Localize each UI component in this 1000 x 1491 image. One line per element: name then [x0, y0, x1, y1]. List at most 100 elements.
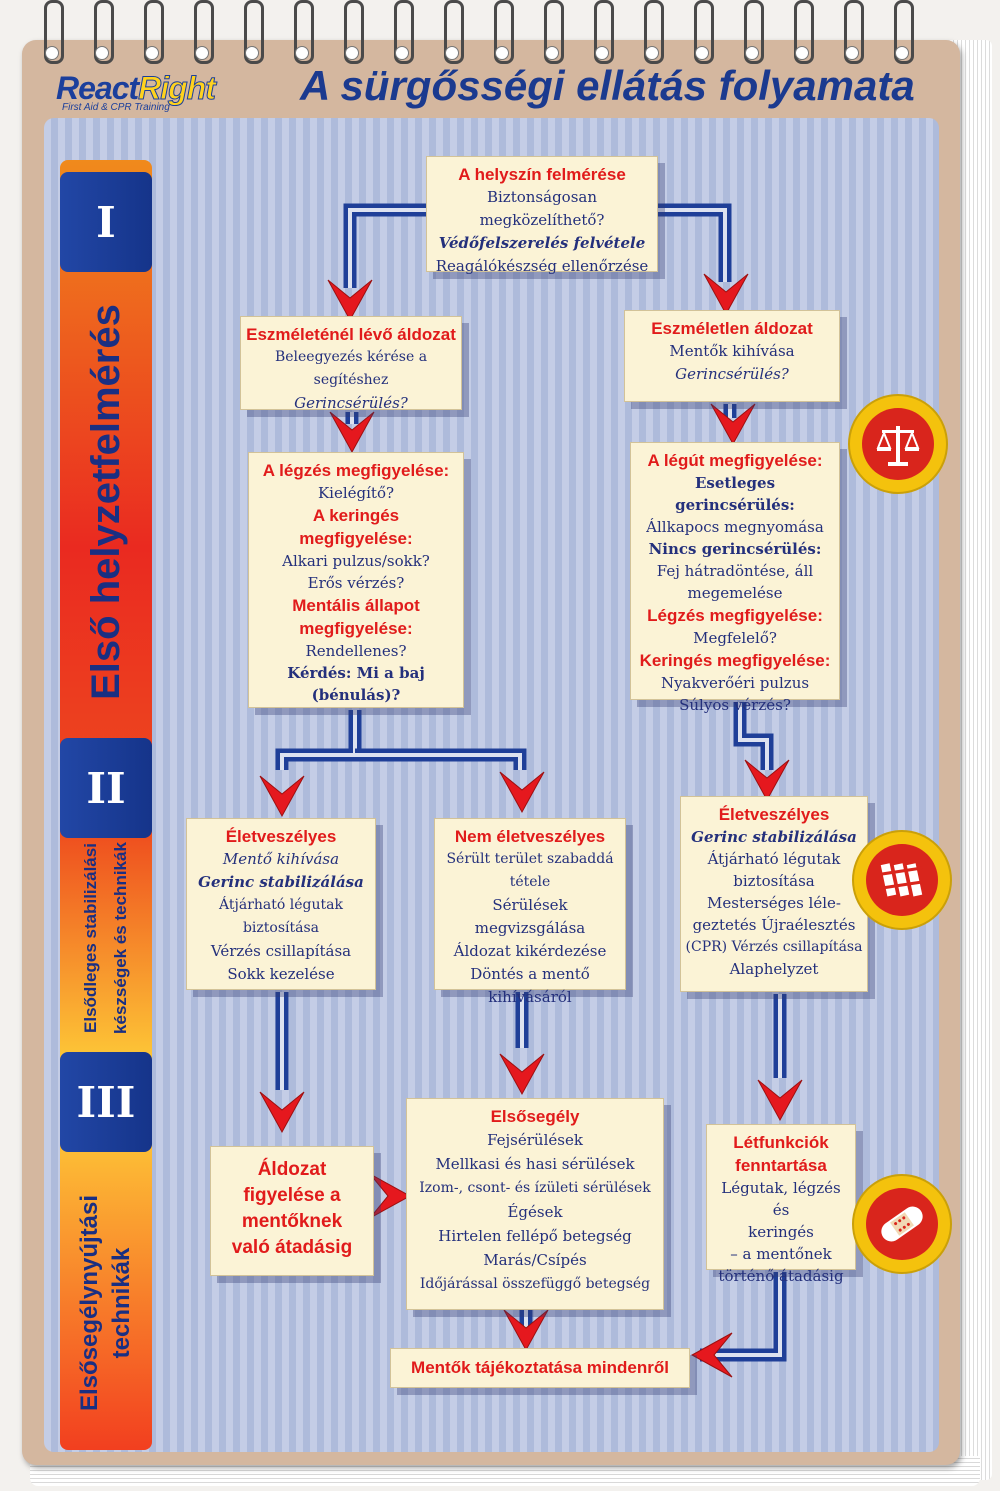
not-life-line-3: Áldozat kikérdezése — [453, 942, 607, 960]
breathing-line: Kielégítő? — [317, 484, 395, 502]
arrow-down — [757, 1079, 803, 1122]
life-left-line-3: Átjárható légutak biztosítása — [219, 897, 343, 936]
bandage-icon — [866, 1188, 938, 1260]
section-numeral-2: II — [86, 763, 126, 813]
binding-hole — [395, 46, 409, 60]
life-left-line-4: Vérzés csillapítása — [210, 942, 352, 960]
not-life-line-2: Sérülések megvizsgálása — [474, 896, 586, 937]
scene-assessment-title: A helyszín felmérése — [458, 165, 626, 184]
jaw-thrust-line: Állkapocs megnyomása — [646, 518, 824, 536]
vital-line-2: keringés — [748, 1223, 814, 1241]
mental-heading-2: megfigyelése: — [299, 619, 413, 638]
connector-line — [658, 203, 732, 282]
inform-paramedics-title: Mentők tájékoztatása mindenről — [411, 1358, 669, 1377]
binding-hole — [345, 46, 359, 60]
mental-heading-1: Mentális állapot — [292, 596, 420, 615]
life-right-line-6: (CPR) Vérzés csillapítása — [685, 939, 863, 955]
unconscious-victim-title: Eszméletlen áldozat — [651, 319, 813, 338]
circulation-heading-1: A keringés — [312, 506, 400, 525]
life-right-line-2: Átjárható légutak — [707, 850, 841, 868]
vital-line-3: – a mentőnek — [730, 1245, 832, 1263]
connector-line-highlight — [348, 208, 430, 288]
binding-coil — [594, 0, 614, 64]
logo-react: React — [56, 70, 139, 106]
monitor-line-2: figyelése a — [243, 1185, 341, 1206]
question-line: Kérdés: Mi a baj (bénulás)? — [287, 664, 425, 704]
life-left-line-2: Gerinc stabilizálása — [198, 873, 364, 891]
spinal-injury-heading: Esetleges gerincsérülés: — [675, 474, 795, 514]
first-aid-box: Elsősegély Fejsérülések Mellkasi és hasi… — [406, 1098, 664, 1310]
vital-line-1: Légutak, légzés és — [721, 1179, 841, 1219]
not-life-threatening-box: Nem életveszélyes Sérült terület szabadd… — [434, 818, 626, 1006]
unconscious-line-1: Mentők kihívása — [669, 342, 795, 360]
binding-hole — [595, 46, 609, 60]
unconscious-victim-box: Eszméletlen áldozat Mentők kihívása Geri… — [624, 310, 840, 402]
first-aid-line-1: Fejsérülések — [487, 1131, 583, 1149]
section-numeral-1: I — [96, 197, 116, 247]
binding-hole — [695, 46, 709, 60]
life-right-line-5: geztetés Újraélesztés — [692, 916, 856, 934]
inform-paramedics-box: Mentők tájékoztatása mindenről — [390, 1348, 690, 1388]
binding-coil — [694, 0, 714, 64]
not-life-line-1: Sérült terület szabaddá tétele — [446, 851, 614, 890]
scales-icon — [862, 408, 934, 480]
connector-line-highlight — [280, 710, 357, 770]
head-tilt-line-2: megemelése — [687, 584, 783, 602]
conscious-victim-title: Eszméleténél lévő áldozat — [246, 325, 456, 344]
pulse-line: Nyakverőéri pulzus — [660, 674, 810, 692]
life-right-line-4: Mesterséges léle- — [707, 894, 841, 912]
not-life-title: Nem életveszélyes — [454, 827, 606, 846]
binding-coil — [894, 0, 914, 64]
binding-coil — [94, 0, 114, 64]
arrow-down — [329, 411, 375, 454]
logo-right: Right — [138, 70, 217, 106]
scene-assessment-box: A helyszín felmérése Biztonságosan megkö… — [426, 156, 658, 275]
binding-hole — [45, 46, 59, 60]
binding-hole — [645, 46, 659, 60]
binding-coil — [544, 0, 564, 64]
conscious-victim-box: Eszméleténél lévő áldozat Beleegyezés ké… — [240, 316, 462, 412]
binding-hole — [745, 46, 759, 60]
arrow-down — [259, 775, 305, 818]
monitor-line-4: való átadásig — [231, 1237, 353, 1258]
binding-coil — [144, 0, 164, 64]
first-aid-line-4: Égések — [507, 1203, 563, 1221]
scene-line-1: Biztonságosan megközelíthető? — [479, 188, 605, 229]
breathing-check-heading: Légzés megfigyelése: — [647, 606, 823, 625]
binding-coil — [394, 0, 414, 64]
connector-line — [343, 203, 430, 288]
monitor-line-1: Áldozat — [257, 1159, 327, 1180]
arrow-left — [690, 1332, 733, 1378]
connector-lines — [275, 203, 787, 1362]
breathing-circulation-box: A légzés megfigyelése: Kielégítő? A keri… — [248, 452, 464, 708]
connector-line-highlight — [355, 753, 522, 770]
arrow-down — [327, 279, 373, 322]
connector-line — [355, 748, 527, 770]
vital-title-1: Létfunkciók — [733, 1133, 829, 1152]
binding-hole — [445, 46, 459, 60]
arrow-down — [499, 771, 545, 814]
connector-line-highlight — [658, 208, 727, 282]
scene-line-2: Védőfelszerelés felvétele — [438, 234, 646, 252]
breathing-heading: A légzés megfigyelése: — [262, 461, 450, 480]
bleeding-line: Súlyos vérzés? — [679, 696, 791, 714]
life-left-title: Életveszélyes — [225, 827, 337, 846]
first-aid-line-3: Izom-, csont- és ízületi sérülések — [419, 1180, 651, 1196]
first-aid-line-7: Időjárással összefüggő betegség — [419, 1276, 651, 1292]
binding-coil — [844, 0, 864, 64]
breathing-check-line: Megfelelő? — [693, 629, 777, 647]
bandage-badge — [852, 1174, 952, 1274]
page-title: A sürgősségi ellátás folyamata — [300, 62, 915, 109]
not-life-line-5: kihívásáról — [488, 988, 572, 1006]
logo-wordmark: ReactRight — [56, 70, 217, 106]
circulation-line-2: Erős vérzés? — [307, 574, 405, 592]
arrow-down — [710, 403, 756, 446]
monitor-victim-box: Áldozat figyelése a mentőknek való átadá… — [210, 1146, 374, 1276]
splint-badge — [852, 830, 952, 930]
binding-hole — [845, 46, 859, 60]
binding-hole — [295, 46, 309, 60]
life-threatening-left-box: Életveszélyes Mentő kihívása Gerinc stab… — [186, 818, 376, 990]
unconscious-line-2: Gerincsérülés? — [675, 365, 789, 383]
life-right-title: Életveszélyes — [718, 805, 830, 824]
section-marker-2: II — [60, 738, 152, 838]
